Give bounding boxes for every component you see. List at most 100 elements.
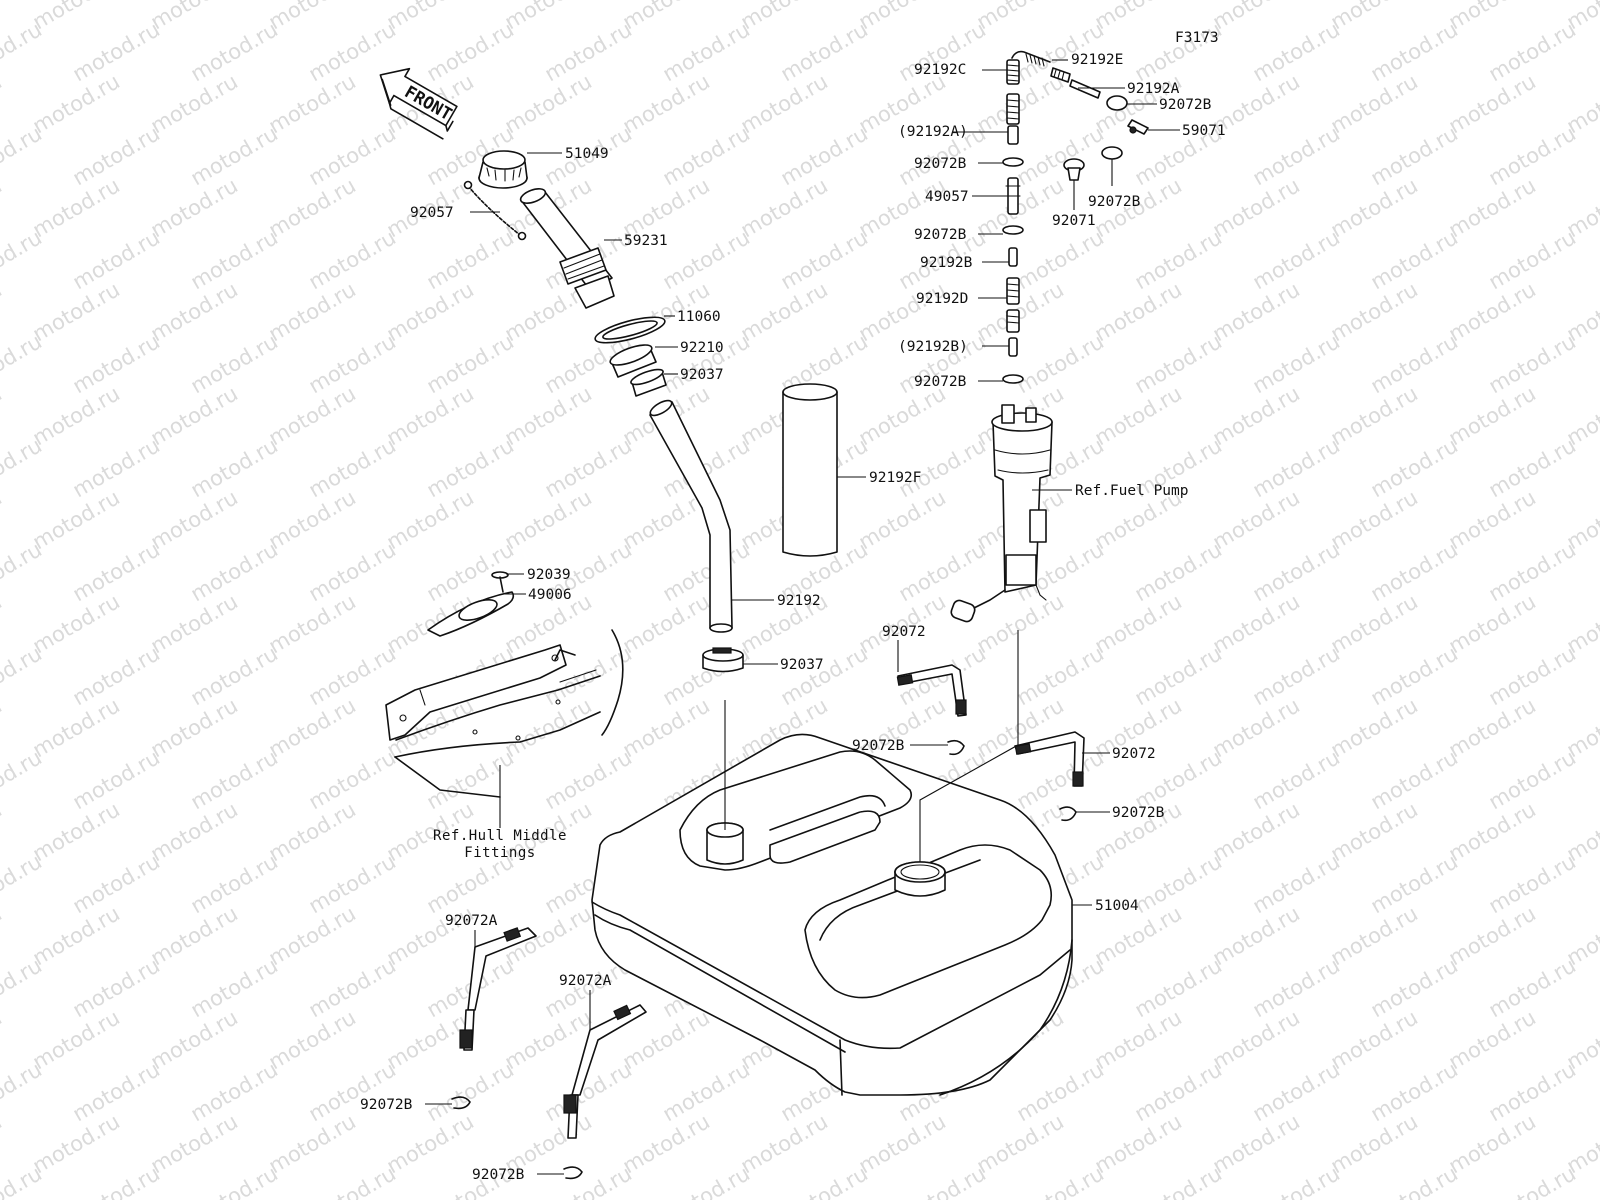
watermark-text: motod.ru (423, 329, 518, 398)
watermark-text: motod.ru (1249, 1161, 1344, 1200)
screw-92039 (491, 571, 509, 593)
label-92192f: 92192F (869, 470, 922, 486)
label-92192a-paren: (92192A) (898, 124, 968, 140)
label-ref-hull-middle-fittings: Ref.Hull Middle Fittings (433, 828, 567, 861)
watermark-text: motod.ru (0, 745, 46, 814)
watermark-text: motod.ru (69, 225, 164, 294)
watermark-text: motod.ru (1209, 0, 1304, 34)
clip-92072b-3 (1002, 374, 1024, 384)
watermark-text: motod.ru (305, 641, 400, 710)
watermark-text: motod.ru (0, 17, 46, 86)
watermark-text: motod.ru (1485, 953, 1580, 1022)
fuel-hose-92192 (649, 399, 733, 633)
label-92192d: 92192D (916, 291, 969, 307)
watermark-text: motod.ru (777, 225, 872, 294)
filler-neck-59231 (519, 188, 615, 309)
watermark-text: motod.ru (265, 0, 360, 34)
watermark-text: motod.ru (187, 953, 282, 1022)
watermark-text: motod.ru (69, 1057, 164, 1126)
watermark-text: motod.ru (659, 537, 754, 606)
clip-92072b-1 (1002, 157, 1024, 167)
label-92072a-right: 92072A (559, 973, 612, 989)
watermark-text: motod.ru (1131, 1161, 1226, 1200)
watermark-text: motod.ru (0, 641, 46, 710)
gasket-11060 (594, 316, 666, 344)
watermark-text: motod.ru (1485, 121, 1580, 190)
watermark-text: motod.ru (777, 1161, 872, 1200)
watermark-text: motod.ru (0, 433, 46, 502)
fuel-pump (950, 404, 1053, 623)
watermark-text: motod.ru (1131, 1057, 1226, 1126)
spring-92192a (1050, 67, 1101, 99)
watermark-text: motod.ru (0, 485, 6, 554)
watermark-text: motod.ru (0, 1057, 46, 1126)
watermark-text: motod.ru (1249, 225, 1344, 294)
watermark-text: motod.ru (305, 329, 400, 398)
label-92037-lower: 92037 (780, 657, 824, 673)
watermark-text: motod.ru (0, 901, 6, 970)
watermark-text: motod.ru (1367, 745, 1462, 814)
label-92072b-4: 92072B (852, 738, 905, 754)
watermark-text: motod.ru (305, 849, 400, 918)
watermark-text: motod.ru (0, 277, 6, 346)
watermark-text: motod.ru (1367, 1161, 1462, 1200)
watermark-text: motod.ru (1485, 537, 1580, 606)
label-92072b-top: 92072B (1159, 97, 1212, 113)
watermark-text: motod.ru (305, 1161, 400, 1200)
watermark-text: motod.ru (1013, 121, 1108, 190)
strap-92072a-right (563, 1004, 647, 1139)
watermark-text: motod.ru (541, 745, 636, 814)
label-92072b-right: 92072B (1088, 194, 1141, 210)
strap-92072-left (896, 664, 967, 717)
label-92037-upper: 92037 (680, 367, 724, 383)
watermark-text: motod.ru (541, 433, 636, 502)
ring-92210 (609, 344, 657, 378)
watermark-text: motod.ru (423, 433, 518, 502)
watermark-text: motod.ru (1485, 849, 1580, 918)
watermark-text: motod.ru (187, 641, 282, 710)
watermark-text: motod.ru (0, 797, 6, 866)
tube-92192f (782, 383, 838, 557)
label-92192b: 92192B (920, 255, 973, 271)
watermark-text: motod.ru (659, 1057, 754, 1126)
watermark-text: motod.ru (1485, 745, 1580, 814)
label-92072b-1: 92072B (914, 156, 967, 172)
diagram-code: F3173 (1175, 30, 1219, 46)
watermark-text: motod.ru (1131, 537, 1226, 606)
label-49006: 49006 (528, 587, 572, 603)
hose-92192b-lower (1008, 337, 1018, 357)
watermark-text: motod.ru (305, 537, 400, 606)
watermark-text: motod.ru (855, 0, 950, 34)
watermark-text: motod.ru (973, 0, 1068, 34)
watermark-text: motod.ru (1131, 953, 1226, 1022)
watermark-text: motod.ru (69, 953, 164, 1022)
watermark-text: motod.ru (659, 17, 754, 86)
watermark-text: motod.ru (1485, 1057, 1580, 1126)
label-49057: 49057 (925, 189, 969, 205)
watermark-text: motod.ru (1249, 537, 1344, 606)
watermark-text: motod.ru (0, 329, 46, 398)
watermark-text: motod.ru (737, 0, 832, 34)
watermark-text: motod.ru (1091, 0, 1186, 34)
watermark-text: motod.ru (0, 693, 6, 762)
watermark-text: motod.ru (423, 1057, 518, 1126)
label-92057: 92057 (410, 205, 454, 221)
watermark-text: motod.ru (1249, 121, 1344, 190)
watermark-text: motod.ru (1485, 433, 1580, 502)
watermark-text: motod.ru (0, 537, 46, 606)
watermark-text: motod.ru (187, 329, 282, 398)
label-92072b-7: 92072B (472, 1167, 525, 1183)
watermark-text: motod.ru (659, 1161, 754, 1200)
spring-92192c (1006, 59, 1020, 85)
leader-lines (425, 59, 1180, 1175)
clip-92072b-6 (451, 1096, 471, 1110)
watermark-text: motod.ru (69, 433, 164, 502)
watermark-text: motod.ru (1013, 1161, 1108, 1200)
fitting-59071 (1127, 119, 1149, 135)
label-92072b-6: 92072B (360, 1097, 413, 1113)
label-92072-left: 92072 (882, 624, 926, 640)
watermark-text: motod.ru (187, 121, 282, 190)
watermark-text: motod.ru (1485, 641, 1580, 710)
watermark-text: motod.ru (619, 0, 714, 34)
